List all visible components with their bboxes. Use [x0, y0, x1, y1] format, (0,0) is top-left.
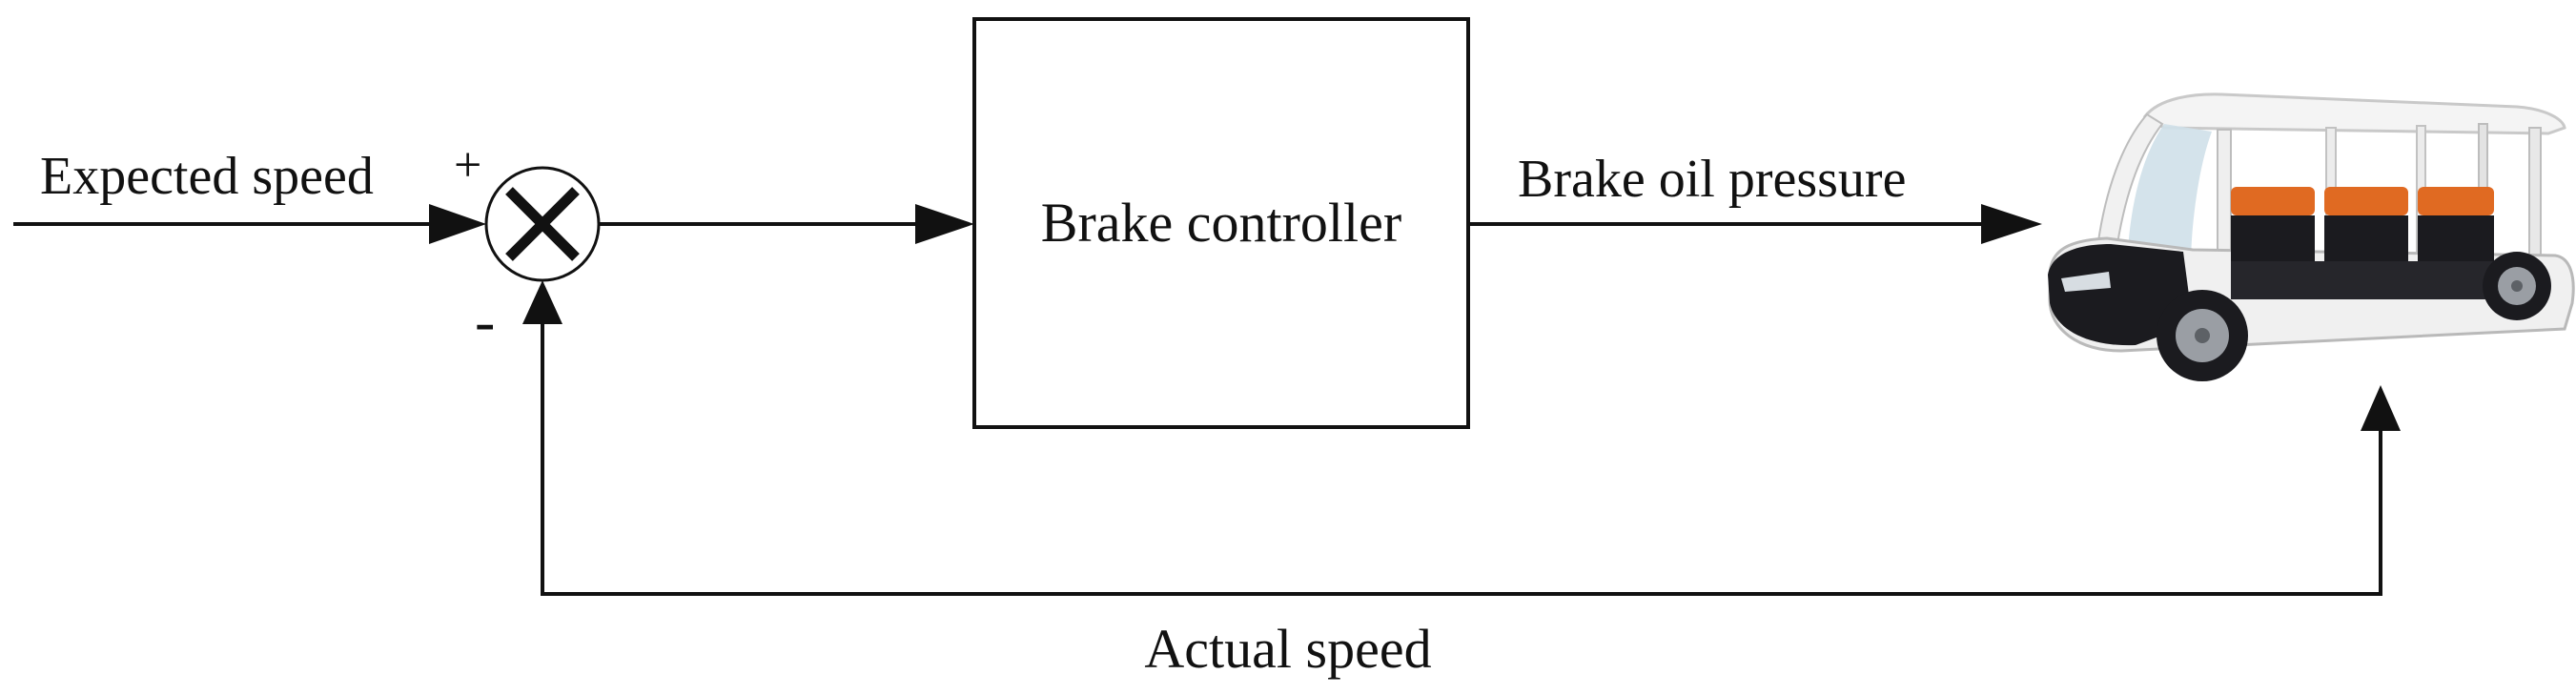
input-label: Expected speed [40, 147, 374, 206]
error-signal-arrow [599, 204, 974, 244]
electric-cart-image [2048, 92, 2575, 381]
brake-controller-block [972, 17, 1470, 429]
minus-sign: - [475, 287, 495, 355]
feedback-label: Actual speed [1144, 618, 1431, 680]
feedback-path [522, 280, 2401, 596]
controller-output-arrow [1468, 204, 2042, 244]
controller-output-label: Brake oil pressure [1518, 150, 1906, 209]
input-arrow [13, 204, 486, 244]
summing-junction-icon [484, 166, 601, 282]
controller-label: Brake controller [1041, 192, 1401, 254]
plus-sign: + [454, 138, 481, 193]
